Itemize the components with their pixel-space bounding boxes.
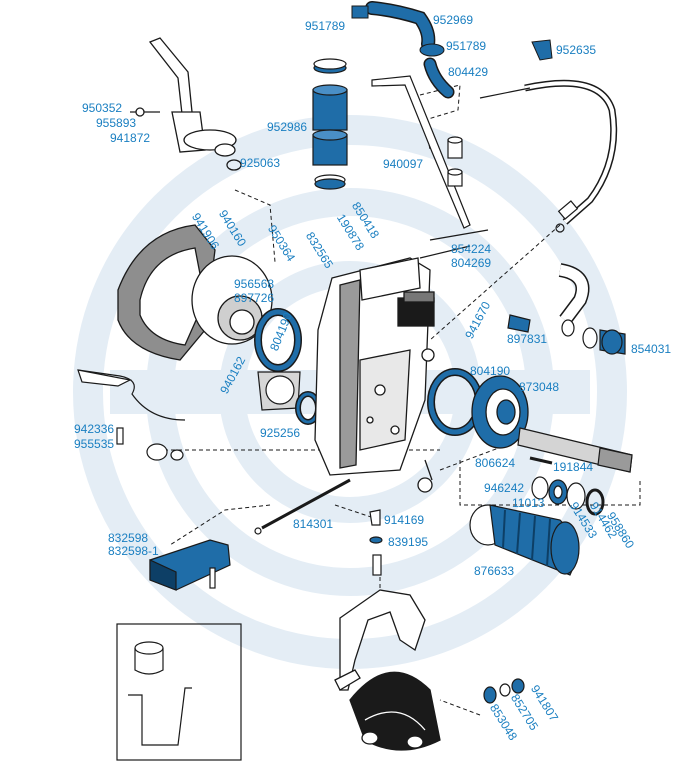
exhaust-bellows-stack [312,58,348,190]
exhaust-hose [351,1,455,99]
drive-bellows [469,504,580,576]
part-label-940097: 940097 [383,157,424,171]
part-label-876633: 876633 [474,564,515,578]
lower-yoke [334,589,441,751]
part-label-952969: 952969 [433,13,474,27]
part-label-839195: 839195 [388,535,429,549]
water-hose-right [507,263,626,355]
part-label-950352: 950352 [82,101,123,115]
lower-lever [77,369,186,461]
part-label-952986: 952986 [267,120,308,134]
part-label-925063: 925063 [240,156,281,170]
part-label-806624: 806624 [475,456,516,470]
part-label-925256: 925256 [260,426,301,440]
part-label-946242: 946242 [484,481,525,495]
part-label-956568: 956568 [234,277,275,291]
shift-cable [479,79,618,233]
lower-fittings [483,678,525,704]
part-label-854224: 854224 [451,242,492,256]
part-label-897831: 897831 [507,332,548,346]
part-label-832598: 832598 [108,531,149,545]
part-label-951789: 951789 [305,19,346,33]
part-label-814301: 814301 [293,517,334,531]
part-label-914169: 914169 [384,513,425,527]
part-label-955535: 955535 [74,437,115,451]
part-label-854031: 854031 [631,342,672,356]
trim-bracket [149,539,231,591]
long-stud [254,478,351,535]
main-housing [314,257,435,493]
inset-detail [116,623,242,761]
bearing-assembly [427,368,529,449]
part-label-804429: 804429 [448,65,489,79]
part-label-955893: 955893 [96,116,137,130]
studs-center [369,509,383,576]
part-label-952635: 952635 [556,43,597,57]
intermediate-housing [117,224,273,361]
bearing-stack [531,476,605,516]
part-label-897726: 897726 [234,291,275,305]
part-label-804269: 804269 [451,256,492,270]
shift-lever [130,37,242,171]
part-label-942336: 942336 [74,422,115,436]
part-label-832598-1: 832598-1 [108,544,159,558]
clip-part [531,39,553,61]
part-label-941872: 941872 [110,131,151,145]
part-label-951789-second: 951789 [446,39,487,53]
part-label-11013: 11013 [512,496,545,510]
drive-shaft [517,427,633,473]
part-label-804190-right: 804190 [470,364,511,378]
part-label-873048: 873048 [519,380,560,394]
shift-linkage [371,75,489,259]
seal-ring-left [254,308,302,372]
part-label-191844: 191844 [553,460,594,474]
